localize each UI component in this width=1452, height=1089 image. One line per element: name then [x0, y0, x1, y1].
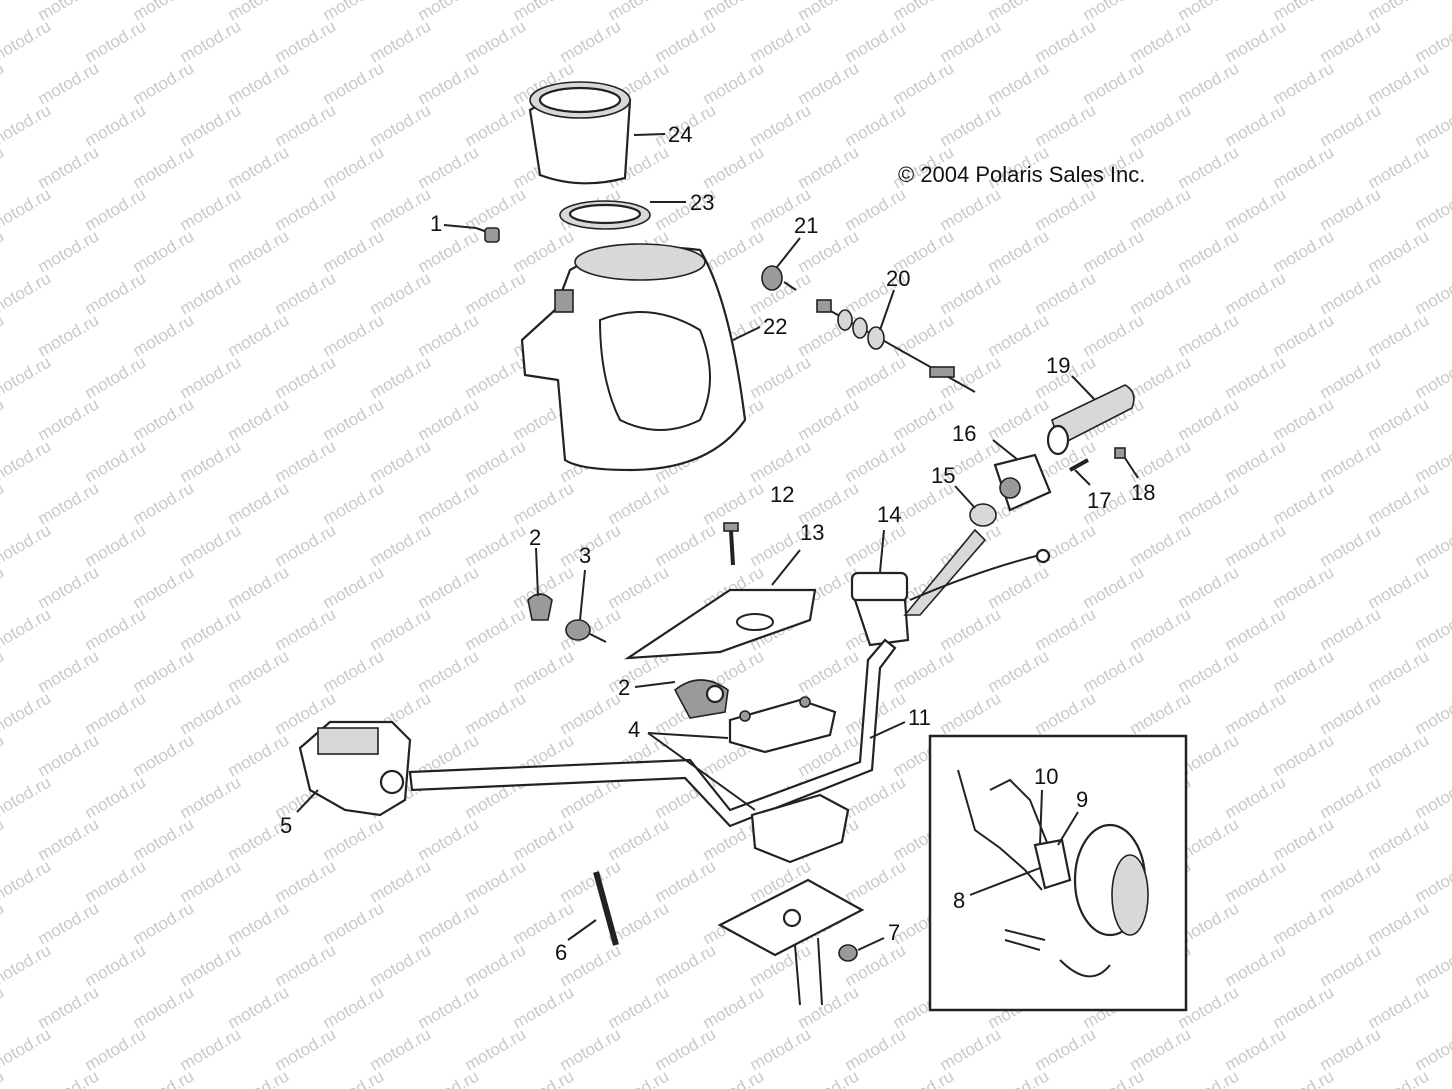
callout-21: 21 — [794, 213, 819, 238]
switch-2-upper — [527, 593, 553, 621]
cable-20 — [816, 299, 976, 393]
callout-6: 6 — [555, 940, 568, 965]
mount-bracket — [717, 878, 865, 1006]
hood-22 — [520, 243, 747, 472]
bolt-12 — [723, 522, 739, 566]
throttle-housing-16 — [993, 453, 1052, 512]
callout-19: 19 — [1046, 353, 1071, 378]
leader-lines — [296, 133, 1139, 951]
callout-22: 22 — [763, 314, 788, 339]
screw-17 — [1069, 458, 1089, 472]
clamp-4-upper — [728, 696, 837, 754]
nut-7 — [838, 944, 858, 962]
screw-1 — [475, 227, 500, 243]
callout-16: 16 — [952, 421, 977, 446]
callout-5: 5 — [280, 813, 293, 838]
callout-13: 13 — [800, 520, 825, 545]
callout-9: 9 — [1076, 787, 1089, 812]
copyright-notice: © 2004 Polaris Sales Inc. — [898, 162, 1146, 187]
collar-15 — [969, 503, 997, 527]
clamp-4-lower — [750, 793, 850, 864]
detail-inset — [928, 734, 1188, 1012]
plate-13 — [623, 588, 817, 660]
callout-11: 11 — [908, 705, 931, 730]
switch-2-lower — [673, 679, 729, 719]
strap-6 — [593, 871, 619, 946]
callout-7: 7 — [888, 920, 901, 945]
callout-20: 20 — [886, 266, 911, 291]
callout-4: 4 — [628, 717, 641, 742]
callout-10: 10 — [1034, 764, 1059, 789]
screw-18 — [1114, 447, 1126, 459]
ring-23 — [559, 200, 651, 230]
handlebar-11 — [408, 638, 897, 828]
callout-3: 3 — [579, 543, 592, 568]
brake-lever-14 — [850, 528, 1051, 647]
callout-18: 18 — [1131, 480, 1156, 505]
callout-2-lower: 2 — [618, 675, 631, 700]
callout-17: 17 — [1087, 488, 1112, 513]
callout-24: 24 — [668, 122, 693, 147]
nut-3 — [565, 619, 607, 643]
callout-12: 12 — [770, 482, 795, 507]
master-cylinder-5 — [298, 720, 412, 817]
callout-1: 1 — [430, 211, 443, 236]
nut-21 — [761, 265, 797, 291]
callout-15: 15 — [931, 463, 956, 488]
callout-8: 8 — [953, 888, 966, 913]
callout-2-upper: 2 — [529, 525, 542, 550]
grip-sleeve-24 — [528, 81, 632, 185]
callout-14: 14 — [877, 502, 902, 527]
callout-23: 23 — [690, 190, 715, 215]
grip-19 — [1046, 384, 1135, 456]
